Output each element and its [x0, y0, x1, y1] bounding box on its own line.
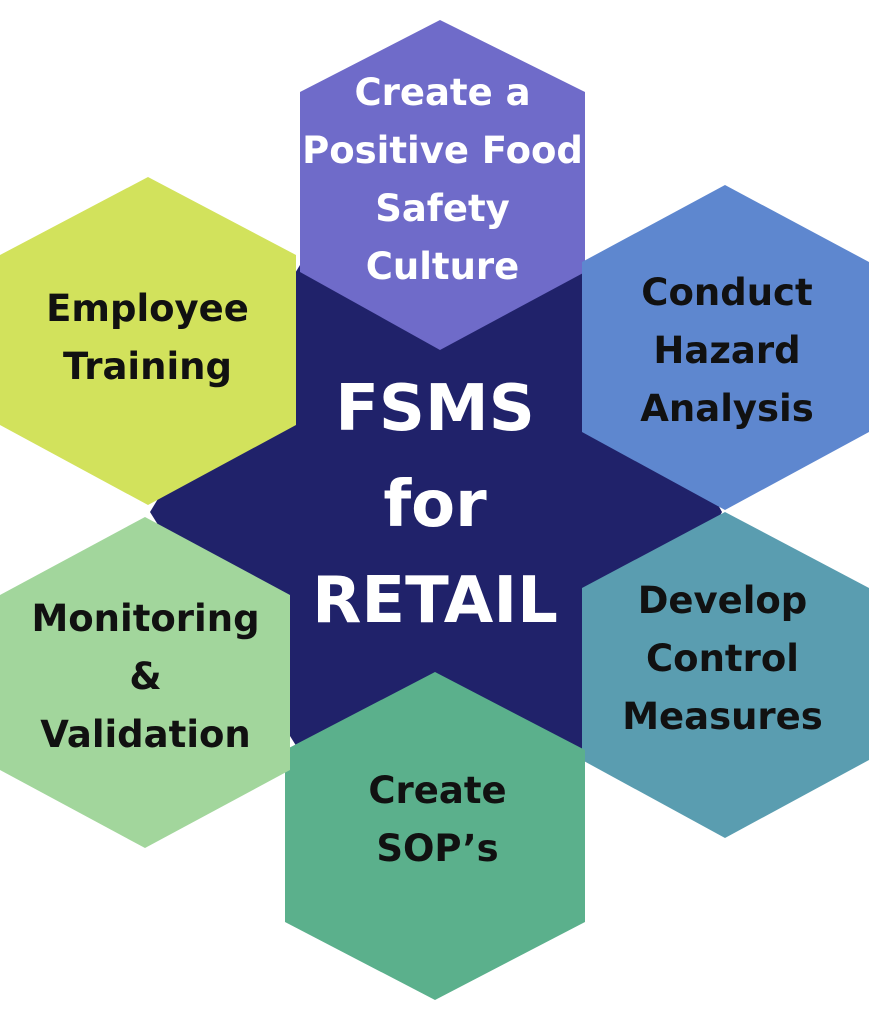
- hexagon-bottom-left: [0, 517, 290, 848]
- center-title: FSMS for RETAIL: [312, 372, 558, 638]
- hexagon-bottom-label: Create SOP’s: [368, 769, 507, 870]
- hexagon-bottom: [285, 672, 585, 1000]
- hexagon-top-right: [582, 185, 869, 510]
- hexagon-top-left-label: Employee Training: [46, 287, 249, 388]
- hexagon-top-label: Create a Positive Food Safety Culture: [302, 70, 583, 288]
- hexagon-top: [300, 20, 585, 350]
- hexagon-bottom-left-label: Monitoring & Validation: [31, 597, 260, 756]
- hexagon-bottom-right: [582, 512, 869, 838]
- hexagon-bottom-right-label: Develop Control Measures: [622, 579, 823, 738]
- hexagon-top-left: [0, 177, 296, 505]
- hexagon-top-right-label: Conduct Hazard Analysis: [640, 271, 814, 430]
